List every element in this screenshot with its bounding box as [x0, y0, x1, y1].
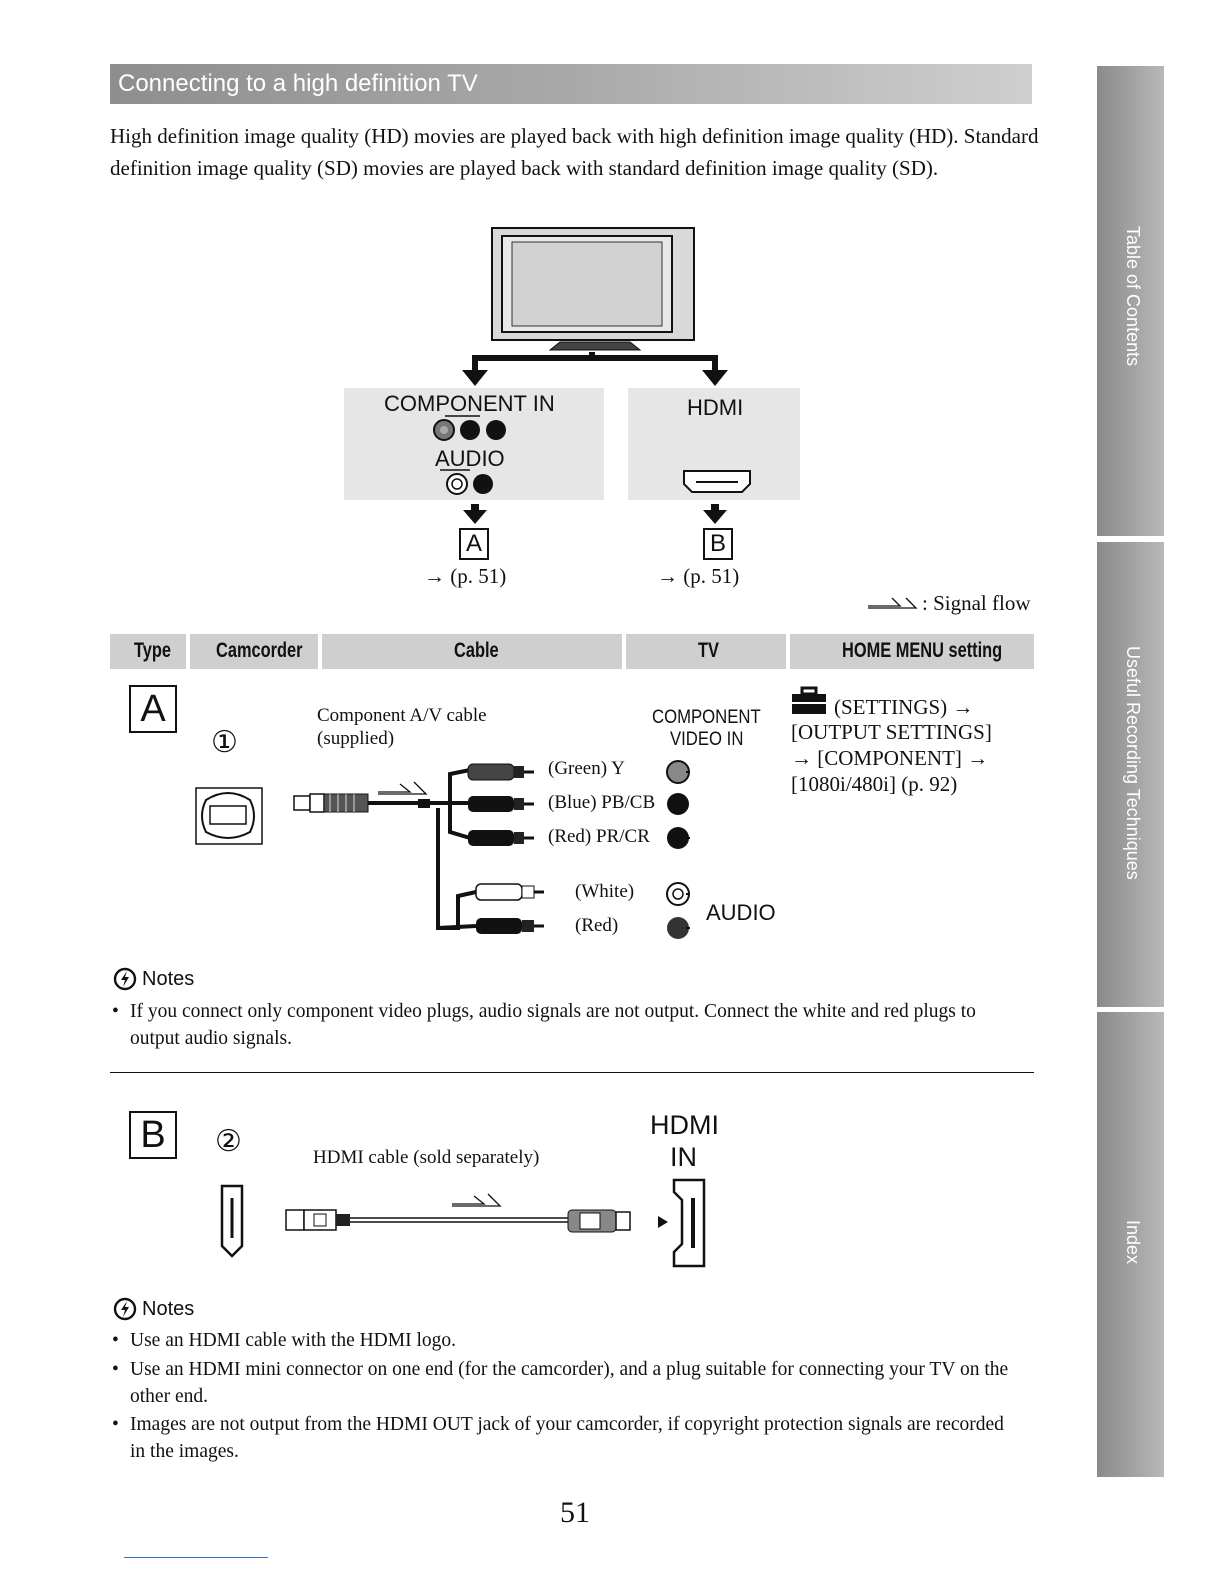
- audio-label: AUDIO: [435, 446, 505, 471]
- settings-toolbox-icon: [792, 686, 826, 714]
- notes-a-item-text: If you connect only component video plug…: [130, 1001, 976, 1049]
- ref-a: → (p. 51): [424, 564, 507, 588]
- notes-b-heading: Notes: [142, 1298, 195, 1320]
- tab-index-label: Index: [1123, 1220, 1143, 1265]
- tv-component-line2: VIDEO IN: [670, 729, 744, 750]
- tab-useful-recording-techniques[interactable]: Useful Recording Techniques: [1097, 542, 1164, 1007]
- tv-icon: [491, 227, 695, 351]
- cable-a-line2: (supplied): [317, 728, 395, 749]
- signal-flow-label: : Signal flow: [922, 591, 1031, 615]
- component-jack-icon: [195, 787, 263, 845]
- type-b-box: B: [129, 1111, 177, 1159]
- header-cable: Cable: [454, 639, 499, 662]
- hdmi-mini-jack-icon: [220, 1184, 244, 1258]
- title-bar: [110, 64, 1032, 104]
- tab-useful-recording-techniques-label: Useful Recording Techniques: [1123, 646, 1143, 880]
- header-home-menu: HOME MENU setting: [842, 639, 1003, 662]
- hdmi-cable: [285, 1193, 631, 1233]
- header-type-cell: [110, 634, 186, 669]
- header-home-menu-cell: [790, 634, 1034, 669]
- notes-icon: [113, 1297, 137, 1321]
- step-number-1: ①: [211, 726, 238, 759]
- notes-a-item: •If you connect only component video plu…: [112, 1001, 976, 1049]
- header-tv-cell: [626, 634, 786, 669]
- hdmi-label: HDMI: [687, 395, 744, 420]
- header-camcorder: Camcorder: [216, 639, 303, 662]
- diagram-box-b: B: [703, 528, 733, 560]
- hdmi-in-jack-icon: [658, 1178, 706, 1268]
- notes-b-item: •Images are not output from the HDMI OUT…: [112, 1414, 1004, 1462]
- type-a-box: A: [129, 685, 177, 733]
- header-camcorder-cell: [190, 634, 318, 669]
- header-cable-cell: [322, 634, 622, 669]
- tv-component-line1: COMPONENT: [652, 707, 761, 728]
- hdmi-in-line1: HDMI: [650, 1110, 719, 1140]
- hdmi-in-line2: IN: [670, 1142, 697, 1172]
- plug-red-pr: (Red) PR/CR: [548, 826, 650, 847]
- notes-a-heading: Notes: [142, 968, 195, 990]
- header-type: Type: [134, 639, 172, 662]
- ref-b: → (p. 51): [657, 564, 740, 588]
- setting-line-4: [1080i/480i] (p. 92): [791, 772, 958, 796]
- cable-a-line1: Component A/V cable: [317, 705, 487, 726]
- notes-b-item-text: Use an HDMI cable with the HDMI logo.: [130, 1330, 457, 1351]
- notes-b-item-text: Use an HDMI mini connector on one end (f…: [130, 1359, 1009, 1407]
- tab-table-of-contents-label: Table of Contents: [1123, 226, 1143, 367]
- plug-white: (White): [575, 881, 635, 902]
- plug-green-y: (Green) Y: [548, 758, 625, 779]
- hdmi-cable-label: HDMI cable (sold separately): [313, 1147, 540, 1168]
- plug-red-audio: (Red): [575, 915, 619, 936]
- signal-flow-icon: [868, 597, 918, 609]
- setting-line-2: [OUTPUT SETTINGS]: [791, 720, 992, 744]
- tv-connection-diagram: [344, 227, 800, 524]
- tab-index[interactable]: Index: [1097, 1012, 1164, 1477]
- intro-paragraph: High definition image quality (HD) movie…: [110, 124, 1039, 180]
- setting-line-3: → [COMPONENT] →: [791, 746, 989, 770]
- tv-audio-label: AUDIO: [706, 900, 776, 925]
- page-title: Connecting to a high definition TV: [118, 70, 478, 97]
- component-av-cable: [293, 760, 690, 939]
- notes-b-item: •Use an HDMI mini connector on one end (…: [112, 1359, 1009, 1407]
- section-divider: [110, 1072, 1034, 1073]
- tab-table-of-contents[interactable]: Table of Contents: [1097, 66, 1164, 536]
- page-number: 51: [560, 1496, 590, 1529]
- footer-rule: [124, 1557, 268, 1558]
- header-tv: TV: [698, 639, 719, 662]
- diagram-box-a: A: [459, 528, 489, 560]
- notes-b-item: •Use an HDMI cable with the HDMI logo.: [112, 1330, 457, 1351]
- step-number-2: ②: [215, 1125, 242, 1158]
- notes-b-item-text: Images are not output from the HDMI OUT …: [130, 1414, 1004, 1462]
- component-in-label: COMPONENT IN: [384, 391, 555, 416]
- plug-blue-pb: (Blue) PB/CB: [548, 792, 656, 813]
- notes-icon: [113, 967, 137, 991]
- setting-line-1: (SETTINGS) →: [834, 695, 974, 719]
